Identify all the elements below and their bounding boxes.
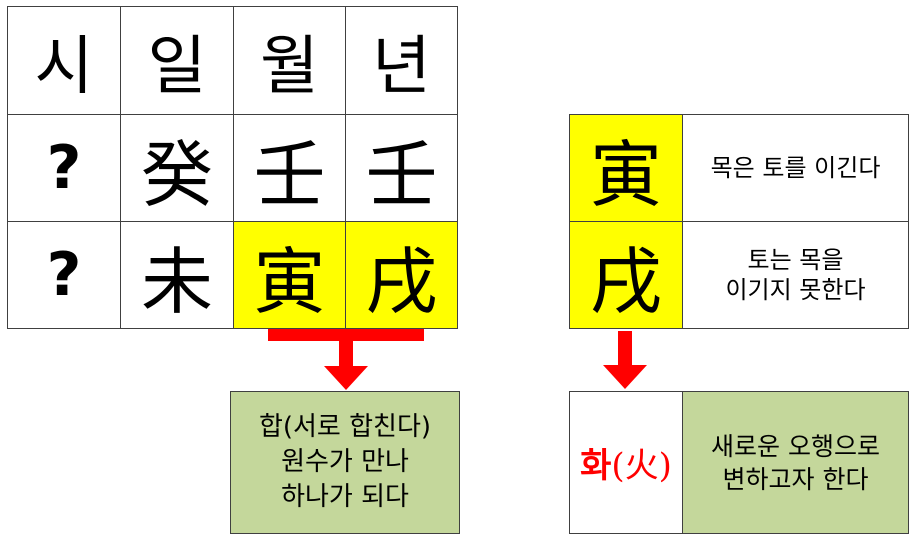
result-desc-line-1: 새로운 오행으로 <box>711 431 880 461</box>
stem-year: 壬 <box>345 114 458 222</box>
combination-line-1: 합(서로 합친다) <box>258 412 432 442</box>
result-fire-cell: 화(火) <box>569 391 683 534</box>
branch-year-highlighted: 戌 <box>345 221 458 329</box>
branch-day: 未 <box>120 221 234 329</box>
earth-text-line-1: 토는 목을 <box>747 246 844 274</box>
branch-hour: ? <box>7 221 121 329</box>
stem-day: 癸 <box>120 114 234 222</box>
header-hour: 시 <box>7 6 121 115</box>
right-branch-sul: 戌 <box>569 221 683 329</box>
connector-bar <box>268 329 424 341</box>
wood-beats-earth-text: 목은 토를 이긴다 <box>682 114 909 222</box>
earth-text-line-2: 이기지 못한다 <box>725 276 866 304</box>
combination-line-3: 하나가 되다 <box>281 482 409 512</box>
right-arrow-down-icon <box>603 365 647 389</box>
result-fire-label: 화(火) <box>580 446 672 486</box>
earth-cannot-beat-wood-text: 토는 목을 이기지 못한다 <box>682 221 909 329</box>
combination-box: 합(서로 합친다) 원수가 만나 하나가 되다 <box>230 391 460 534</box>
result-description-box: 새로운 오행으로 변하고자 한다 <box>682 391 909 534</box>
header-month: 월 <box>233 6 346 115</box>
header-year: 년 <box>345 6 458 115</box>
header-day: 일 <box>120 6 234 115</box>
connector-stem <box>339 340 353 368</box>
combination-line-2: 원수가 만나 <box>281 447 409 477</box>
arrow-down-icon <box>324 366 368 390</box>
stem-hour: ? <box>7 114 121 222</box>
right-arrow-stem <box>618 331 632 367</box>
right-branch-in: 寅 <box>569 114 683 222</box>
result-desc-line-2: 변하고자 한다 <box>722 464 869 494</box>
branch-month-highlighted: 寅 <box>233 221 346 329</box>
stem-month: 壬 <box>233 114 346 222</box>
